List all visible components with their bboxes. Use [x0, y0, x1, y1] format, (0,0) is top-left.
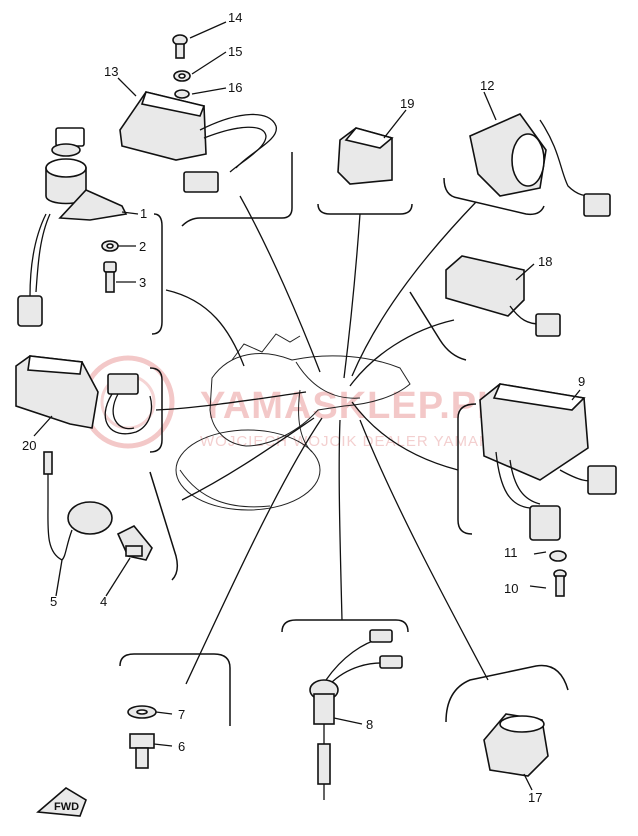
callout-12: 12 — [480, 78, 494, 93]
callout-9: 9 — [578, 374, 585, 389]
cdi-unit-9 — [479, 383, 617, 541]
callout-19: 19 — [400, 96, 414, 111]
callout-16: 16 — [228, 80, 242, 95]
callout-17: 17 — [528, 790, 542, 805]
screw-3 — [103, 261, 117, 293]
lead-lines — [155, 195, 489, 685]
watermark-sub-text: WOJCIECH WOJCIK DEALER YAMAHA — [200, 433, 502, 450]
callout-15: 15 — [228, 44, 242, 59]
relay-13 — [119, 91, 277, 193]
callout-8: 8 — [366, 717, 373, 732]
watermark: YAMASKLEP.PL WOJCIECH WOJCIK DEALER YAMA… — [81, 355, 502, 450]
bolt-14 — [172, 34, 188, 59]
callouts: 1 2 3 4 5 6 7 8 9 10 11 12 13 14 15 16 1… — [22, 10, 585, 805]
main-switch — [17, 127, 128, 327]
washer-2 — [101, 240, 119, 252]
sender-5 — [43, 451, 113, 561]
callout-4: 4 — [100, 594, 107, 609]
switch-8 — [309, 629, 403, 800]
screw-10 — [553, 569, 567, 597]
callout-20: 20 — [22, 438, 36, 453]
callout-18: 18 — [538, 254, 552, 269]
washer-11 — [549, 550, 567, 562]
washer-16 — [174, 89, 190, 99]
relay-17 — [483, 713, 549, 777]
watermark-main-text: YAMASKLEP.PL — [200, 385, 501, 427]
callout-10: 10 — [504, 581, 518, 596]
washer-15 — [173, 70, 191, 82]
callout-3: 3 — [139, 275, 146, 290]
switch-4 — [116, 524, 153, 561]
callout-13: 13 — [104, 64, 118, 79]
flasher-12 — [469, 113, 611, 217]
callout-5: 5 — [50, 594, 57, 609]
regulator-20 — [15, 355, 99, 429]
relay-18 — [445, 255, 561, 337]
switch-6 — [129, 733, 155, 769]
callout-11: 11 — [504, 545, 518, 560]
callout-6: 6 — [178, 739, 185, 754]
gasket-7 — [127, 705, 157, 719]
fwd-label: FWD — [54, 801, 79, 813]
callout-14: 14 — [228, 10, 242, 25]
fwd-arrow-icon: FWD — [36, 787, 87, 817]
relay-19 — [337, 127, 394, 185]
callout-1: 1 — [140, 206, 147, 221]
callout-7: 7 — [178, 707, 185, 722]
connector-harness — [104, 373, 153, 435]
callout-2: 2 — [139, 239, 146, 254]
callout-leaders — [33, 21, 581, 791]
brackets — [119, 152, 569, 726]
